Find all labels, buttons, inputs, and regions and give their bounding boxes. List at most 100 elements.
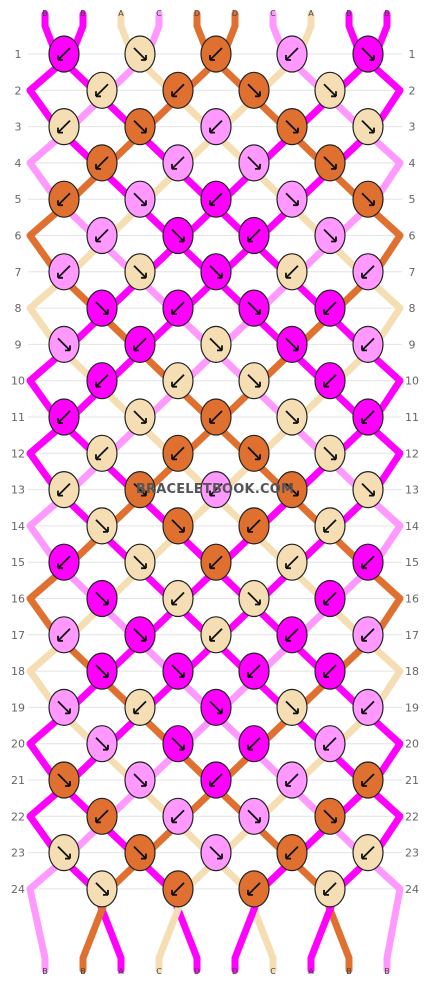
- arrowhead-icon: [293, 708, 299, 715]
- knot: [48, 688, 80, 727]
- arrow-icon: [247, 591, 261, 606]
- top-string-label: C: [156, 9, 162, 18]
- arrow-icon: [171, 882, 185, 896]
- arrowhead-icon: [95, 381, 101, 388]
- arrow-icon: [323, 737, 337, 751]
- arrowhead-icon: [133, 345, 139, 352]
- arrowhead-icon: [255, 163, 261, 170]
- arrowhead-icon: [209, 635, 215, 642]
- knot: [200, 253, 232, 291]
- bottom-string-label: A: [308, 967, 314, 976]
- arrow-icon: [209, 845, 223, 860]
- arrowhead-icon: [293, 345, 299, 352]
- arrowhead-icon: [217, 853, 223, 860]
- arrowhead-icon: [293, 127, 299, 134]
- row-number-label: 7: [15, 266, 22, 279]
- knot: [314, 289, 346, 327]
- arrow-icon: [361, 337, 375, 352]
- arrowhead-icon: [323, 599, 329, 606]
- knot: [276, 616, 308, 654]
- strand-C: [26, 10, 404, 974]
- knot: [314, 71, 346, 109]
- row-number-label: 3: [409, 121, 416, 134]
- row-number-label: 22: [405, 810, 419, 823]
- arrow-icon: [247, 737, 261, 751]
- arrowhead-icon: [331, 454, 337, 461]
- arrow-icon: [95, 882, 109, 896]
- arrow-icon: [57, 700, 71, 715]
- arrow-icon: [57, 773, 71, 787]
- strand-paths: [26, 10, 404, 974]
- knot: [124, 761, 156, 799]
- arrowhead-icon: [95, 163, 101, 170]
- arrowhead-icon: [369, 127, 375, 134]
- row-number-label: 19: [11, 701, 25, 714]
- knot: [238, 434, 270, 472]
- knot-layer: [48, 35, 384, 908]
- arrowhead-icon: [141, 635, 147, 642]
- knot: [124, 35, 156, 73]
- knot: [162, 870, 194, 908]
- arrowhead-icon: [217, 272, 223, 279]
- arrow-icon: [133, 773, 147, 787]
- arrowhead-icon: [285, 853, 291, 860]
- strand-A: [26, 10, 404, 974]
- arrow-icon: [133, 337, 147, 352]
- bottom-string-label: D: [194, 967, 200, 976]
- arrowhead-icon: [103, 744, 109, 751]
- arrow-icon: [133, 482, 147, 497]
- arrow-icon: [171, 591, 185, 606]
- top-string-label: B: [42, 9, 48, 18]
- arrow-icon: [171, 737, 185, 751]
- arrow-icon: [285, 700, 299, 715]
- knot: [124, 253, 156, 291]
- top-string-label: D: [194, 9, 200, 18]
- knot: [276, 471, 308, 509]
- knot: [352, 761, 384, 799]
- arrow-icon: [323, 83, 337, 97]
- arrow-icon: [323, 809, 337, 823]
- knot: [86, 797, 118, 835]
- arrowhead-icon: [369, 490, 375, 497]
- knot: [86, 725, 118, 763]
- knot: [86, 507, 118, 545]
- arrowhead-icon: [361, 708, 367, 715]
- knot: [238, 507, 270, 545]
- arrowhead-icon: [57, 563, 63, 570]
- arrow-icon: [209, 265, 223, 279]
- arrowhead-icon: [65, 781, 71, 787]
- row-number-label: 18: [11, 665, 25, 678]
- arrow-icon: [209, 482, 223, 497]
- arrow-icon: [95, 374, 109, 388]
- arrowhead-icon: [141, 127, 147, 134]
- arrowhead-icon: [361, 418, 367, 424]
- row-number-label: 14: [405, 520, 419, 533]
- strand-A: [26, 10, 404, 974]
- knot: [238, 144, 270, 182]
- arrowhead-icon: [141, 853, 147, 860]
- arrowhead-icon: [217, 345, 223, 352]
- arrow-icon: [361, 700, 375, 715]
- arrow-icon: [285, 482, 299, 497]
- arrowhead-icon: [179, 236, 185, 243]
- arrowhead-icon: [171, 454, 177, 461]
- strand-C: [26, 10, 404, 974]
- knot: [86, 71, 118, 109]
- arrow-icon: [247, 446, 261, 460]
- knot: [314, 725, 346, 763]
- arrowhead-icon: [285, 563, 291, 570]
- knot: [48, 325, 80, 363]
- arrow-icon: [247, 301, 261, 315]
- row-number-label: 16: [405, 593, 419, 606]
- row-number-label: 23: [11, 847, 25, 860]
- row-number-label: 11: [11, 411, 25, 424]
- knot: [276, 833, 308, 872]
- arrowhead-icon: [141, 563, 147, 570]
- arrow-icon: [57, 47, 71, 61]
- arrow-icon: [247, 882, 261, 896]
- arrowhead-icon: [171, 817, 177, 824]
- arrowhead-icon: [141, 272, 147, 279]
- arrow-icon: [171, 228, 185, 243]
- knot: [352, 325, 384, 363]
- row-number-label: 3: [15, 121, 22, 134]
